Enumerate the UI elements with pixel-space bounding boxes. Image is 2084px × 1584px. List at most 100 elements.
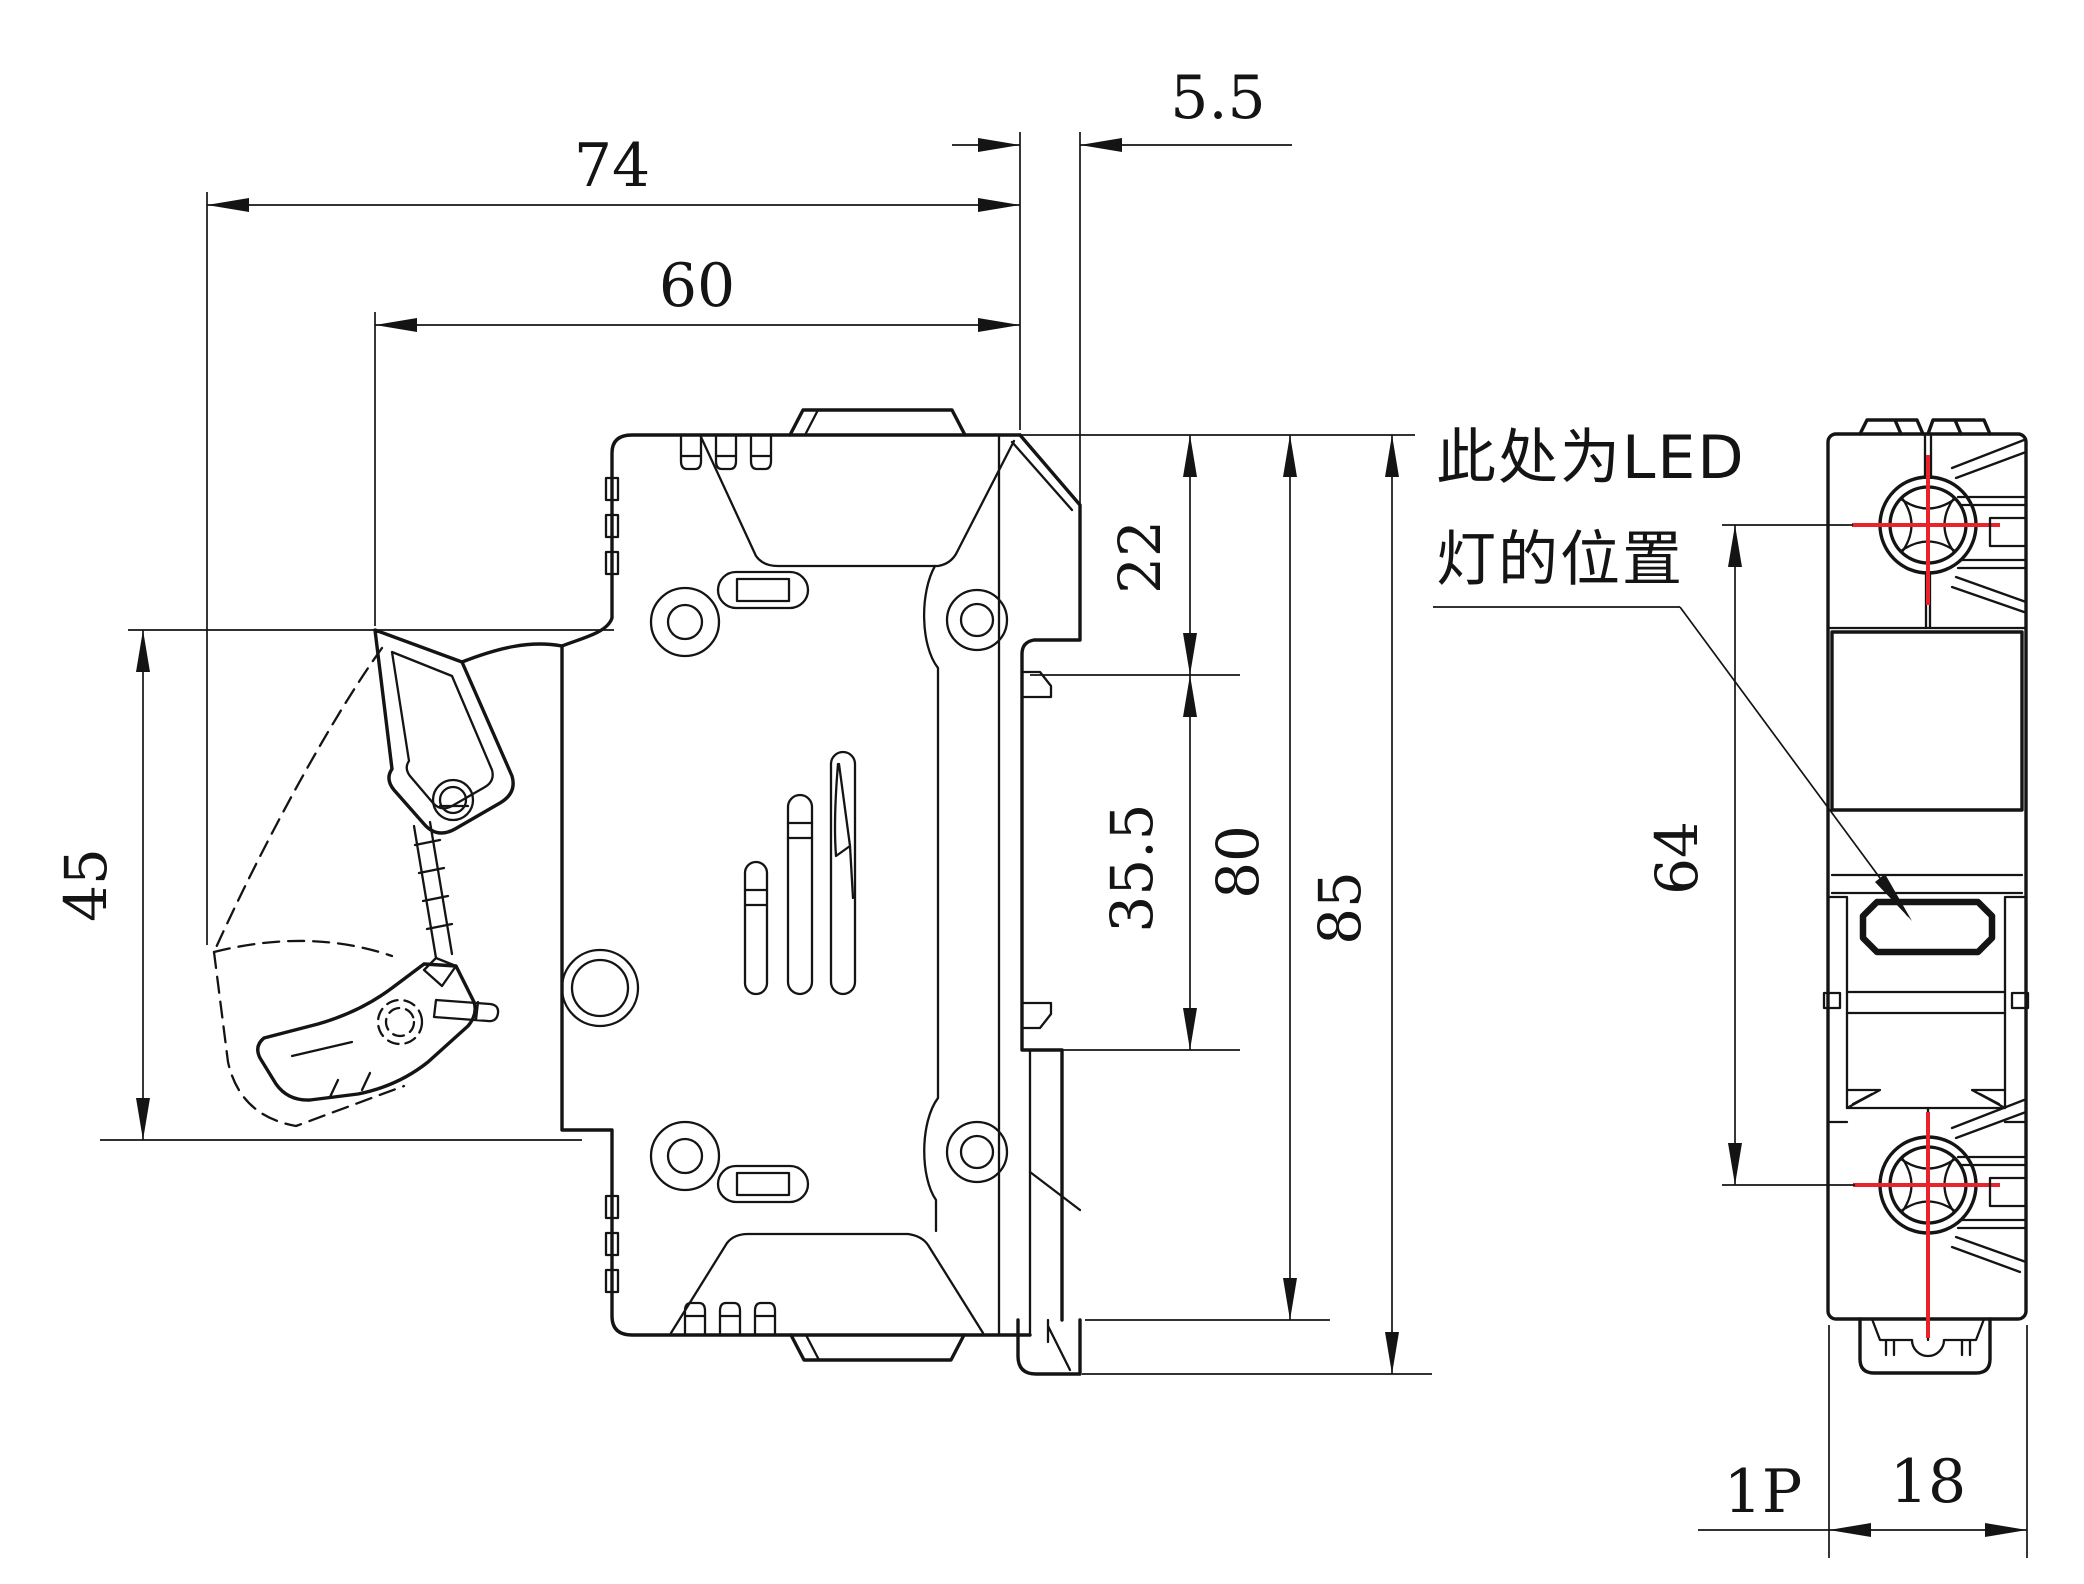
boss-bottom-right-inner bbox=[959, 1134, 995, 1170]
tooth-top-1 bbox=[679, 435, 703, 471]
dim-18-extensions bbox=[1828, 1325, 2028, 1558]
foot-outline bbox=[1858, 1317, 1992, 1375]
dim-din-offset: 5.5 bbox=[952, 63, 1292, 507]
dim-355-arrow-bottom bbox=[1183, 1008, 1197, 1050]
dim-rail-groove: 35.5 bbox=[1030, 675, 1240, 1051]
handle-open-pivot-outer bbox=[376, 998, 424, 1046]
led-note-line1: 此处为LED bbox=[1436, 423, 1746, 493]
chamfer-inner-line bbox=[1010, 440, 1074, 512]
dim-60-arrow-left bbox=[375, 318, 417, 332]
arc-chute-contour-bottom bbox=[669, 1232, 985, 1335]
handle-pocket-curve bbox=[460, 642, 564, 664]
bottom-cap bbox=[789, 1333, 966, 1362]
handle-open-phantom bbox=[212, 646, 424, 1128]
tooth-bottom-1 bbox=[683, 1301, 707, 1337]
boss-bottom-right-outer bbox=[945, 1120, 1009, 1184]
boss-top-right-outer bbox=[945, 588, 1009, 652]
tooth-bottom-3 bbox=[753, 1301, 777, 1337]
pole-label: 1P bbox=[1724, 1457, 1803, 1527]
dim-80-value: 80 bbox=[1204, 825, 1272, 899]
dim-top-to-rail: 22 bbox=[1030, 435, 1240, 676]
dim-overall-depth: 74 bbox=[206, 131, 1021, 945]
top-cap-slant bbox=[803, 408, 820, 437]
boss-bottom-left-outer bbox=[649, 1120, 721, 1192]
boss-top-left-inner bbox=[666, 603, 704, 641]
dim-74-extensions bbox=[206, 132, 1021, 945]
pin-channel-3-blade bbox=[833, 762, 855, 900]
handle-kite-inner bbox=[390, 650, 494, 810]
dim-22-value: 22 bbox=[1106, 520, 1174, 594]
pin-channel-1 bbox=[743, 860, 769, 996]
carrier-face-plate bbox=[1830, 630, 2024, 812]
dim-45-value: 45 bbox=[52, 848, 120, 922]
dim-64-references bbox=[1722, 524, 1855, 1186]
rail-hook-top bbox=[1020, 670, 1053, 699]
led-note-leader bbox=[1679, 606, 1909, 917]
arc-chute-contour-top bbox=[699, 435, 1016, 568]
dim-355-arrow-top bbox=[1183, 675, 1197, 717]
fuse-tab-left bbox=[1822, 991, 1842, 1010]
dim-total-depth: 85 bbox=[1082, 435, 1432, 1375]
side-boss-outer bbox=[560, 948, 640, 1028]
handle-pivot-outer bbox=[431, 778, 475, 822]
fuse-tab-right bbox=[2010, 991, 2030, 1010]
terminal-shield-right bbox=[1926, 418, 1992, 436]
fuse-window-bottom-hatches bbox=[1845, 1088, 2007, 1110]
side-boss-inner bbox=[570, 958, 630, 1018]
side-body-outline bbox=[460, 408, 1082, 1362]
carrier-seam bbox=[922, 564, 940, 1233]
terminal-shield-left bbox=[1858, 418, 1925, 436]
front-view bbox=[1822, 418, 2030, 1375]
inner-walls bbox=[1826, 895, 2028, 1110]
dim-18-value: 18 bbox=[1890, 1447, 1966, 1517]
latch-link bbox=[422, 956, 458, 988]
foot-inner-detail bbox=[1870, 1317, 1986, 1358]
dim-45-arrow-top bbox=[136, 630, 150, 672]
label-band bbox=[1830, 873, 2024, 895]
handle-kite-outer bbox=[373, 628, 515, 835]
dimensions: 74 60 5.5 45 bbox=[52, 63, 2028, 1558]
dim-85-arrow-top bbox=[1385, 435, 1399, 477]
handle-open-pivot-inner bbox=[384, 1006, 416, 1038]
dim-screw-spacing: 64 bbox=[1643, 524, 1855, 1186]
latch-shaft-rungs bbox=[413, 838, 454, 931]
dim-55-arrow-right bbox=[1080, 138, 1122, 152]
dim-18-arrow-right bbox=[1985, 1523, 2027, 1537]
dim-80-arrow-top bbox=[1283, 435, 1297, 477]
dim-64-arrow-bottom bbox=[1728, 1143, 1742, 1185]
latch-shaft bbox=[412, 820, 454, 960]
front-bottom-foot bbox=[1858, 1317, 1992, 1375]
dim-upper-depth: 60 bbox=[374, 251, 1020, 626]
side-view bbox=[212, 408, 1082, 1376]
clip-foot-spring bbox=[1046, 1318, 1072, 1372]
vent-tick-top-2 bbox=[604, 513, 620, 539]
vent-tick-bottom-3 bbox=[604, 1268, 620, 1294]
rail-hook-bottom bbox=[1020, 1001, 1053, 1030]
boss-bottom-left-inner bbox=[666, 1137, 704, 1175]
vent-tick-bottom-2 bbox=[604, 1231, 620, 1257]
slot-stadium-top-inner bbox=[735, 577, 791, 603]
dim-64-arrow-top bbox=[1728, 525, 1742, 567]
dim-64-value: 64 bbox=[1643, 821, 1711, 895]
clip-step-line bbox=[1028, 1170, 1082, 1212]
bottom-cap-slant bbox=[804, 1333, 821, 1362]
handle-swing-arc bbox=[212, 646, 384, 954]
dim-74-arrow-left bbox=[207, 198, 249, 212]
led-note-leader-arrow bbox=[1875, 874, 1912, 921]
din-clip-foot bbox=[1016, 1318, 1082, 1376]
dim-85-value: 85 bbox=[1306, 871, 1374, 945]
side-body-details bbox=[560, 435, 1016, 1337]
clip-foot-outline bbox=[1016, 1318, 1082, 1376]
pin-channel-3 bbox=[829, 750, 857, 996]
tooth-top-2 bbox=[714, 435, 738, 471]
body-left-bottom-edge bbox=[560, 433, 1032, 1337]
slot-stadium-top bbox=[716, 570, 810, 610]
top-cap bbox=[788, 408, 967, 437]
dim-module-width: 18 1P bbox=[1698, 1325, 2028, 1558]
dim-60-arrow-right bbox=[978, 318, 1020, 332]
led-note: 此处为LED 灯的位置 bbox=[1433, 423, 1912, 921]
slot-stadium-bottom-inner bbox=[735, 1171, 791, 1197]
dim-mount-depth: 80 bbox=[1085, 435, 1330, 1321]
center-split-upper bbox=[1923, 432, 1933, 630]
tooth-bottom-2 bbox=[718, 1301, 742, 1337]
